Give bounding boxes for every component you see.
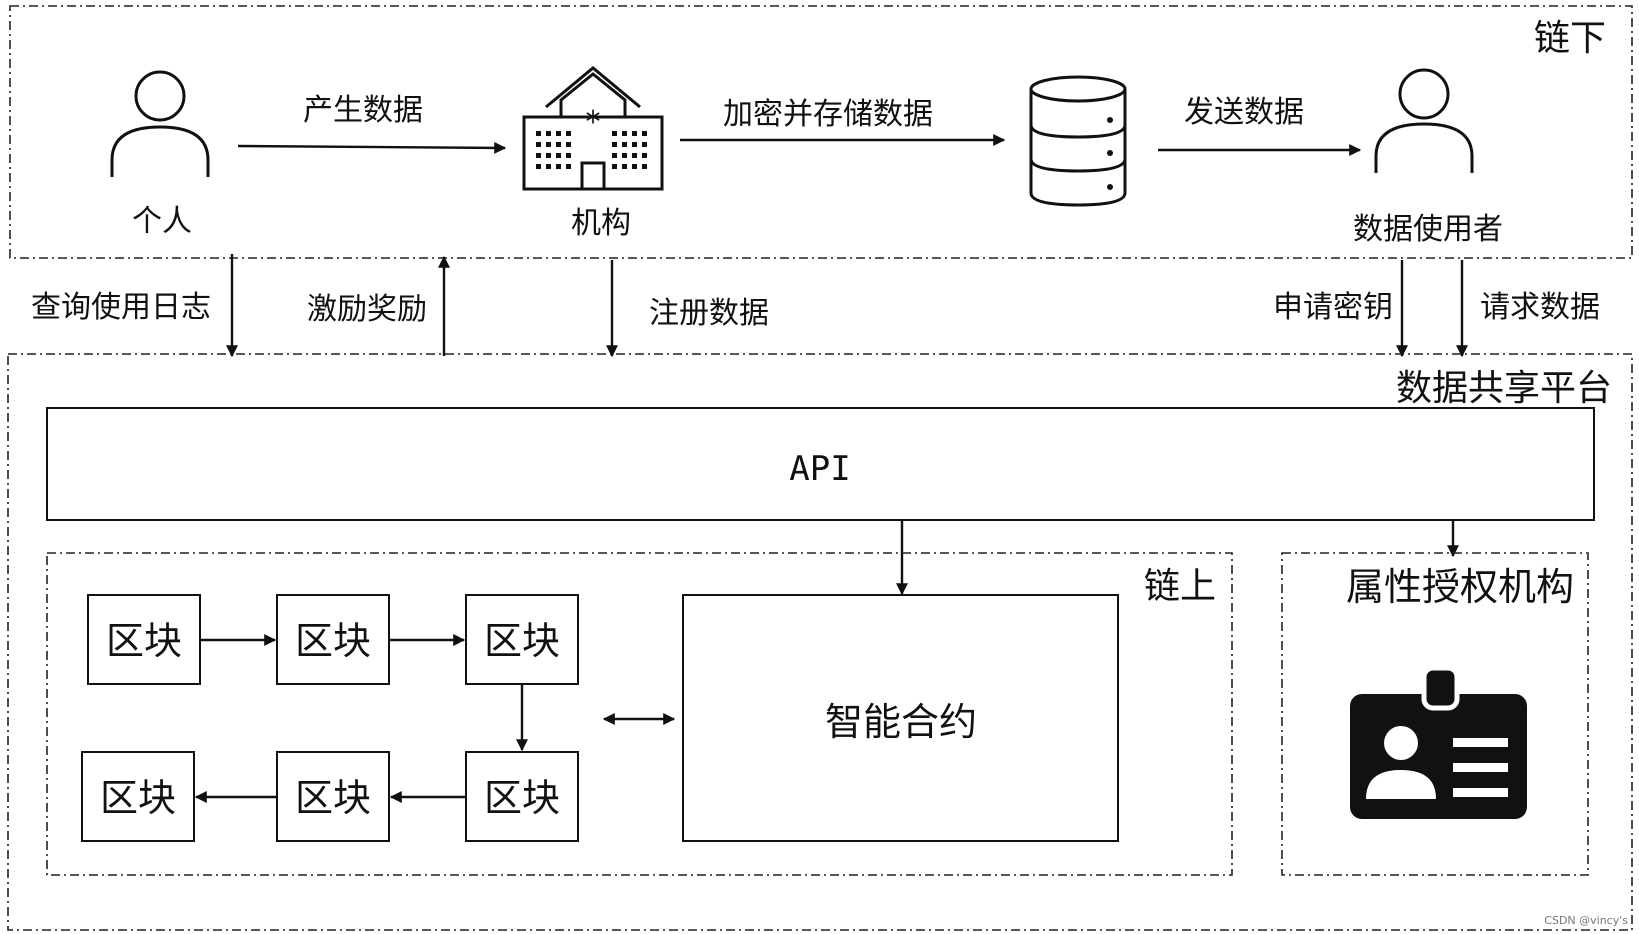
encrypt-store-label: 加密并存储数据 bbox=[723, 97, 933, 132]
authority-title: 属性授权机构 bbox=[1346, 565, 1574, 609]
block: 区块 bbox=[465, 594, 579, 685]
block-label: 区块 bbox=[106, 619, 182, 663]
block-label: 区块 bbox=[295, 619, 371, 663]
onchain-region bbox=[46, 552, 1233, 876]
data-user-label: 数据使用者 bbox=[1353, 212, 1503, 247]
building-icon: * bbox=[522, 66, 664, 191]
generate-data-label: 产生数据 bbox=[303, 93, 423, 128]
send-data-label: 发送数据 bbox=[1184, 95, 1304, 130]
database-icon bbox=[1029, 75, 1127, 207]
platform-region bbox=[7, 353, 1633, 931]
block-label: 区块 bbox=[484, 619, 560, 663]
watermark: CSDN @vincy's bbox=[1544, 914, 1628, 927]
block-label: 区块 bbox=[100, 776, 176, 820]
institution-label: 机构 bbox=[571, 206, 631, 241]
api-label: API bbox=[789, 449, 850, 489]
authority-region bbox=[1281, 552, 1589, 876]
query-log-label: 查询使用日志 bbox=[31, 290, 211, 325]
block-label: 区块 bbox=[484, 776, 560, 820]
block-label: 区块 bbox=[295, 776, 371, 820]
individual-label: 个人 bbox=[132, 204, 192, 239]
api-box bbox=[46, 407, 1595, 521]
person-icon bbox=[1374, 68, 1474, 173]
generate-data-arrow bbox=[237, 141, 507, 154]
block: 区块 bbox=[81, 751, 195, 842]
incentive-label: 激励奖励 bbox=[307, 292, 427, 327]
svg-text:*: * bbox=[586, 105, 601, 140]
register-data-label: 注册数据 bbox=[649, 296, 769, 331]
offchain-region bbox=[9, 5, 1633, 259]
request-data-label: 请求数据 bbox=[1480, 290, 1600, 325]
block: 区块 bbox=[276, 751, 390, 842]
platform-title: 数据共享平台 bbox=[1396, 368, 1612, 409]
block: 区块 bbox=[87, 594, 201, 685]
id-badge-icon bbox=[1350, 665, 1527, 819]
onchain-title: 链上 bbox=[1144, 566, 1216, 607]
smart-contract-box bbox=[682, 594, 1119, 842]
block: 区块 bbox=[276, 594, 390, 685]
block: 区块 bbox=[465, 751, 579, 842]
apply-key-label: 申请密钥 bbox=[1273, 290, 1393, 325]
person-icon bbox=[110, 70, 210, 177]
smart-contract-label: 智能合约 bbox=[825, 700, 977, 744]
offchain-title: 链下 bbox=[1534, 18, 1606, 59]
